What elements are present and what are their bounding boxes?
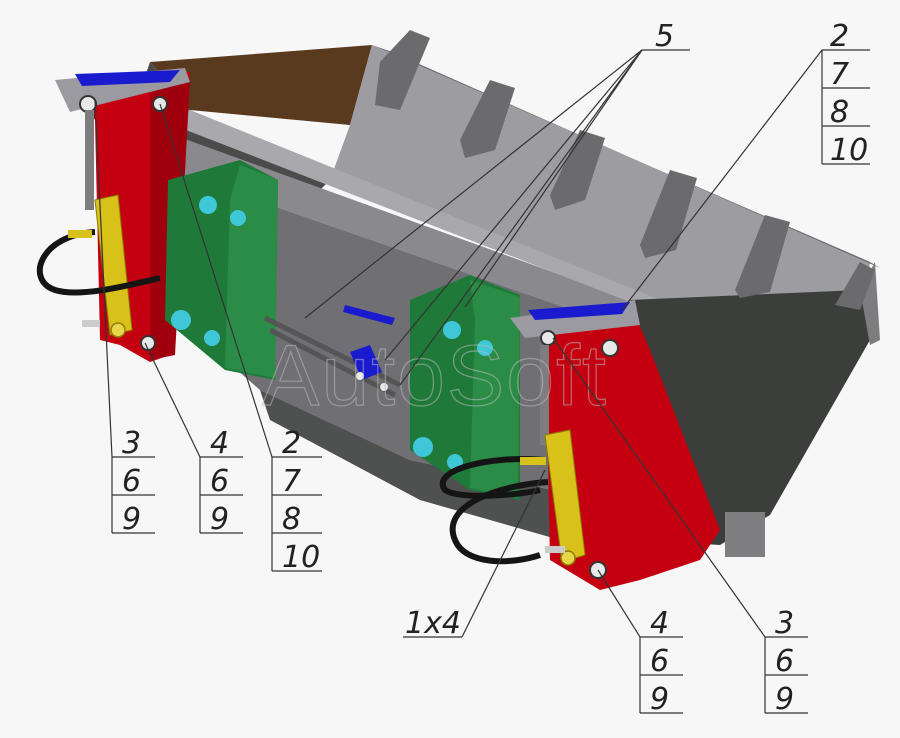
right-top-pin-2 <box>601 339 619 357</box>
bucket-tooth <box>460 80 515 158</box>
leader-5 <box>464 49 643 308</box>
bucket-tooth <box>835 262 875 310</box>
callout-number: 6 <box>122 464 141 499</box>
left-mount <box>36 68 190 362</box>
callout-number: 8 <box>830 95 849 130</box>
left-hose-fitting <box>68 230 92 238</box>
green-plate-hole <box>443 321 461 339</box>
green-plate-hole <box>413 437 433 457</box>
callout-5: 5 <box>655 19 674 54</box>
right-hydraulic-hose <box>439 456 546 499</box>
callout-bottom-right: 3 6 9 <box>764 606 808 717</box>
green-plate-hole <box>171 310 191 330</box>
right-cylinder-eye <box>560 550 576 566</box>
right-red-plate <box>545 315 720 590</box>
green-plate-hole <box>204 330 220 346</box>
callout-number: 9 <box>775 682 794 717</box>
bucket-teeth <box>375 30 875 310</box>
callout-number: 2 <box>282 426 301 461</box>
right-hydraulic-cylinder <box>544 429 586 563</box>
callout-number: 8 <box>282 502 301 537</box>
callout-number: 7 <box>282 464 301 499</box>
callout-left-b: 4 6 9 <box>199 426 243 537</box>
bucket-tooth <box>735 215 790 298</box>
green-plates <box>165 160 520 500</box>
leader-5 <box>384 49 643 361</box>
bucket-tooth <box>375 30 430 110</box>
left-hose-fitting <box>82 320 100 327</box>
watermark: AutoSoft <box>262 328 608 424</box>
leader-left-c <box>159 103 273 458</box>
bucket-tooth <box>640 170 697 258</box>
leader-bottom-mid <box>597 569 641 638</box>
right-cylinder-rod <box>540 345 549 445</box>
left-cylinder-eye <box>110 322 126 338</box>
leader-left-a <box>94 99 113 458</box>
bucket-front-beam-top <box>160 110 660 302</box>
bucket-corner-block <box>725 512 765 557</box>
callout-left-a: 3 6 9 <box>111 426 155 537</box>
callout-number: 4 <box>210 426 229 461</box>
bucket-tooth <box>550 130 605 210</box>
callout-number: 5 <box>655 19 674 54</box>
callout-top-right: 2 7 8 10 <box>821 19 870 168</box>
right-blue-part <box>528 302 630 320</box>
callout-number: 3 <box>775 606 794 641</box>
green-plate-hole <box>477 340 493 356</box>
callout-number: 3 <box>122 426 141 461</box>
callout-left-c: 2 7 8 10 <box>271 426 322 575</box>
left-hydraulic-hose <box>36 229 161 296</box>
leader-left-b <box>144 342 201 458</box>
callout-number: 9 <box>210 502 229 537</box>
callout-number: 10 <box>282 540 320 575</box>
leader-5 <box>304 49 643 319</box>
callout-number: 10 <box>830 133 868 168</box>
callout-number: 9 <box>122 502 141 537</box>
callout-number: 6 <box>650 644 669 679</box>
left-cylinder-rod <box>85 110 94 210</box>
bucket-back-wall <box>150 45 372 125</box>
right-mount <box>439 300 720 590</box>
hydraulic-pipe <box>263 315 402 388</box>
valve-fitting <box>380 383 388 391</box>
callout-bottom-mid: 4 6 9 <box>639 606 683 717</box>
callout-1x4: 1x4 <box>403 606 462 641</box>
leader-top-right <box>621 49 823 311</box>
right-hose-fitting <box>545 546 565 553</box>
valve-fitting <box>356 372 364 380</box>
blue-valve <box>350 345 382 380</box>
callout-number: 6 <box>775 644 794 679</box>
green-plate-hole <box>199 196 217 214</box>
bucket-rear-panel <box>330 45 870 340</box>
callout-number: 7 <box>830 57 849 92</box>
callout-number: 1x4 <box>405 606 461 641</box>
center-hydraulics <box>263 305 402 398</box>
right-green-plate-face <box>470 280 520 498</box>
callout-number: 4 <box>650 606 669 641</box>
leader-1x4 <box>461 469 546 638</box>
blue-bracket <box>343 305 395 325</box>
leader-bottom-right <box>552 337 766 638</box>
left-top-pin <box>79 95 97 113</box>
right-hose-fitting <box>520 457 546 465</box>
leader-lines <box>94 49 823 638</box>
bucket-bottom-dark <box>260 390 600 540</box>
right-hydraulic-hose-2 <box>449 479 549 565</box>
callout-number: 2 <box>830 19 849 54</box>
hydraulic-pipe <box>268 327 397 398</box>
callout-number: 9 <box>650 682 669 717</box>
left-blue-part <box>75 70 180 86</box>
leader-5 <box>399 49 643 386</box>
callout-number: 6 <box>210 464 229 499</box>
green-plate-hole <box>230 210 246 226</box>
